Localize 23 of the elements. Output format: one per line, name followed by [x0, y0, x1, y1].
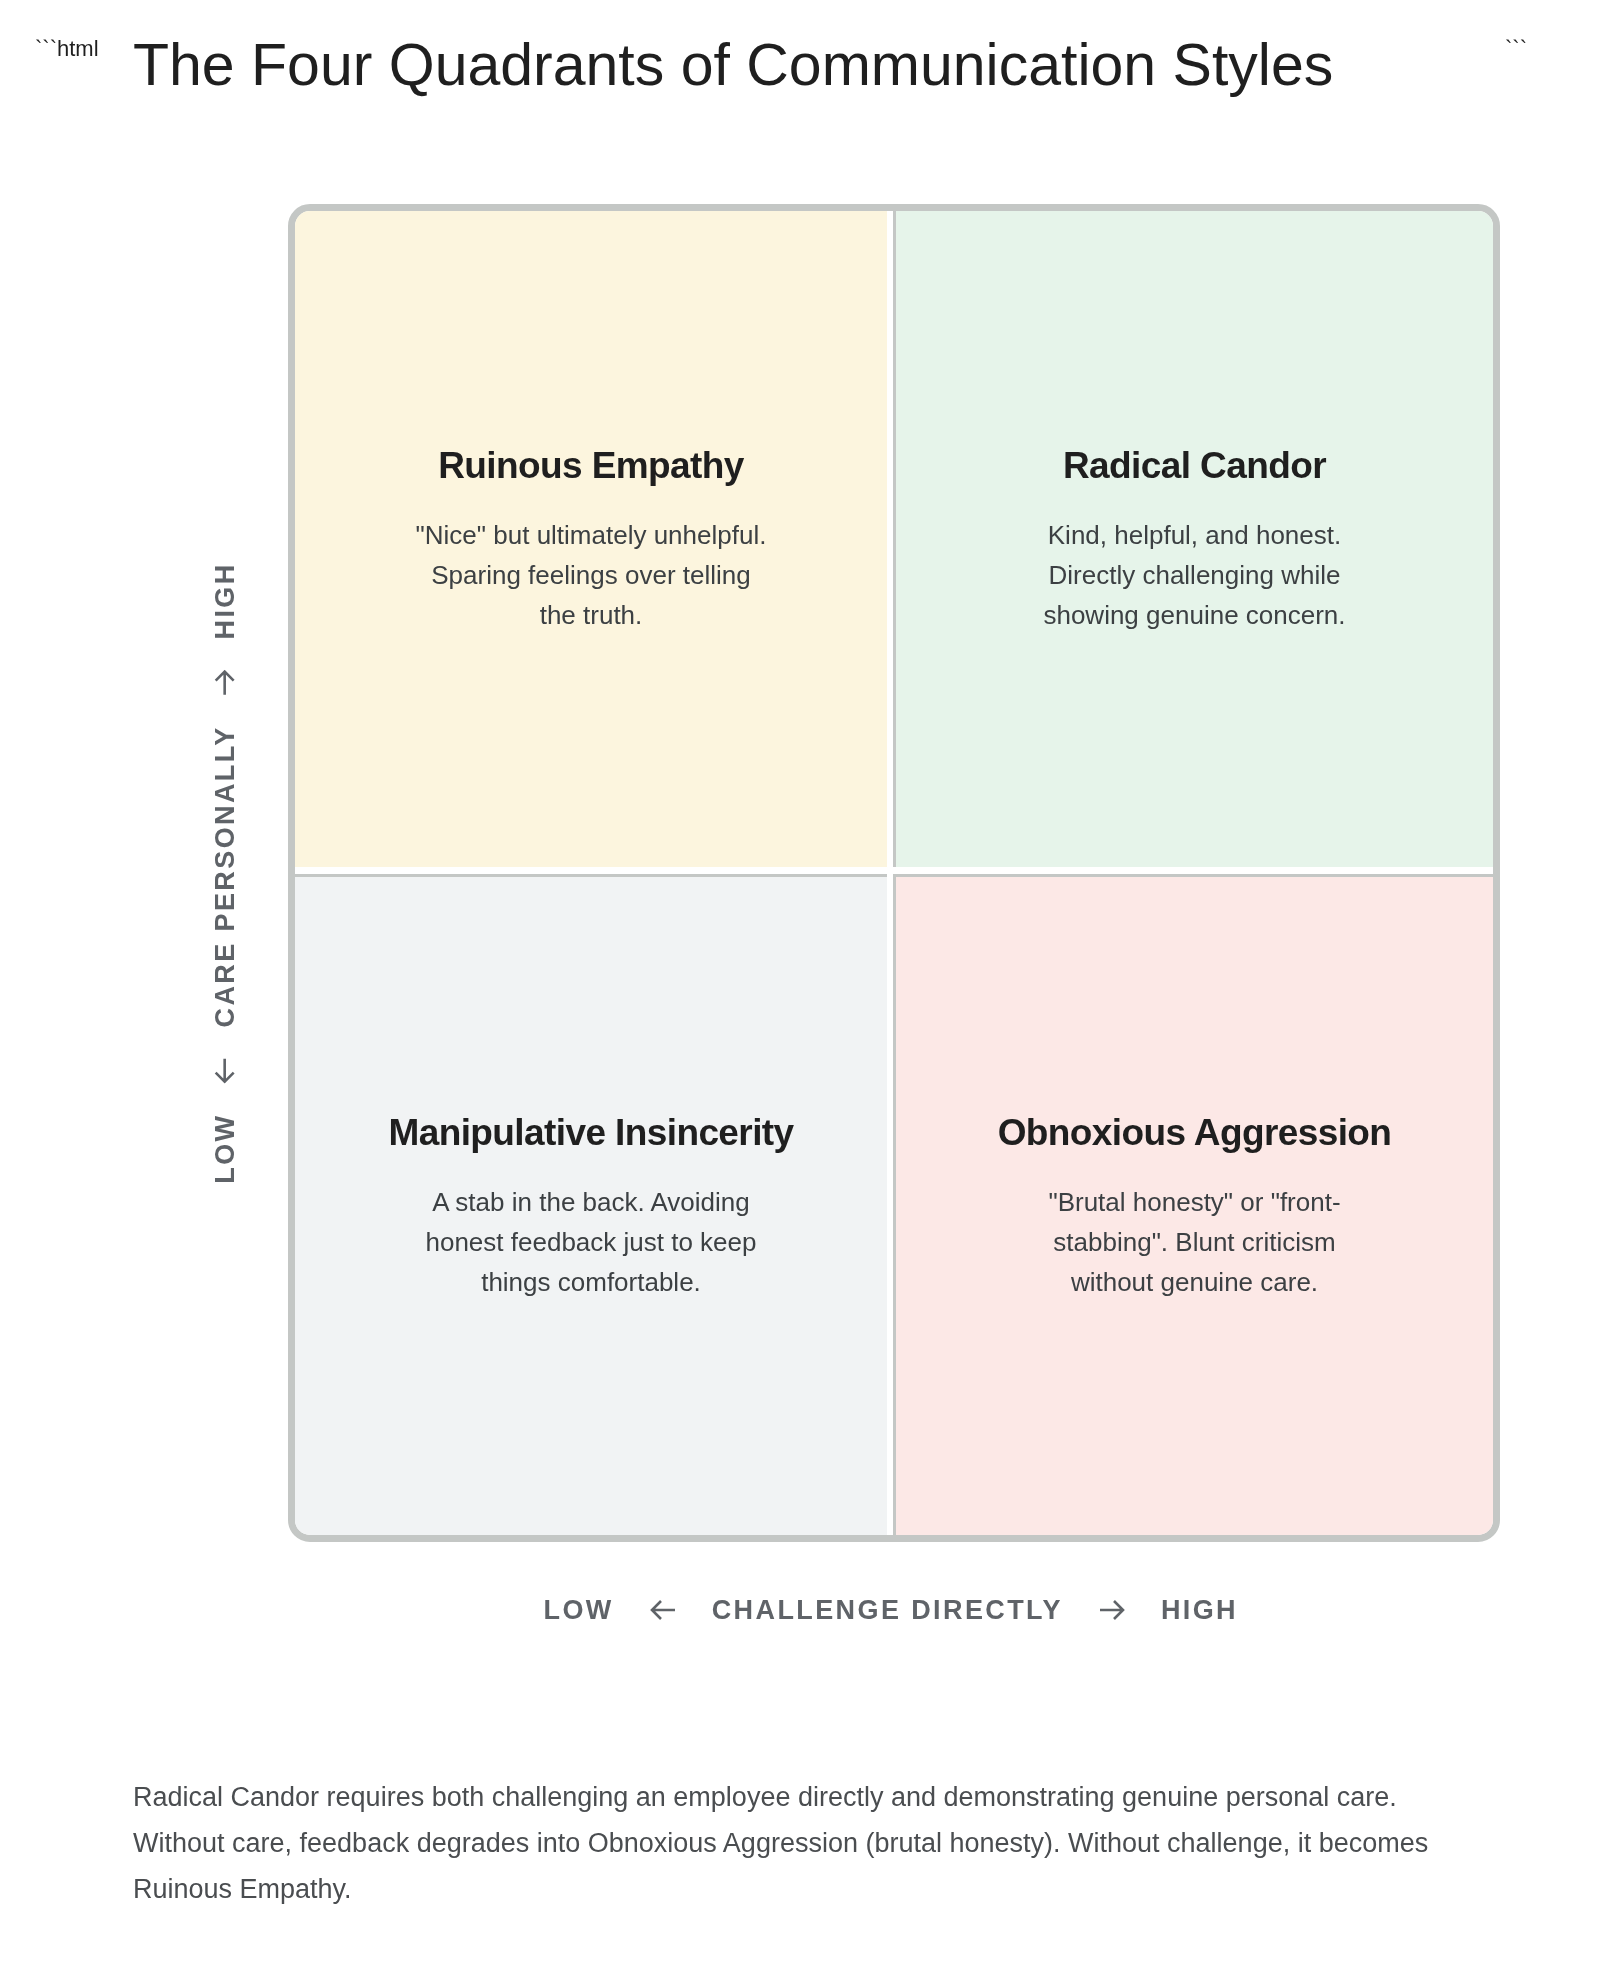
axis-label: LOW [208, 1113, 241, 1184]
quadrant-heading: Manipulative Insincerity [388, 1111, 794, 1155]
axis-label: LOW [543, 1594, 614, 1626]
quadrant-heading: Radical Candor [1063, 444, 1326, 488]
axis-label: HIGH [208, 562, 241, 640]
quadrant-heading: Ruinous Empathy [438, 444, 744, 488]
code-fence-text: ```html [35, 36, 99, 62]
caption-text: Radical Candor requires both challenging an employee directly and demonstrating genuine personal care. Without care, feedback degrades into Obnoxious Aggression (brutal honesty). Without challenge, it becomes Ruinous Empathy. [133, 1781, 1430, 1906]
quadrant-description: "Nice" but ultimately unhelpful. Sparing feelings over telling the truth. [414, 519, 768, 632]
axis-label: HIGH [1160, 1594, 1239, 1626]
grid-frame [288, 204, 1500, 1542]
quadrant-description: A stab in the back. Avoiding honest feedback just to keep things comfortable. [424, 1186, 758, 1299]
quadrant-description: "Brutal honesty" or "front-stabbing". Blunt criticism without genuine care. [1047, 1186, 1342, 1299]
code-fence-text: ``` [1505, 36, 1527, 62]
quadrant-heading: Obnoxious Aggression [997, 1111, 1392, 1155]
quadrant-panel [295, 211, 887, 867]
quadrant-panel [893, 874, 1493, 1535]
quadrant-panel [893, 211, 1493, 867]
axis-label: CHALLENGE DIRECTLY [711, 1594, 1063, 1626]
diagram-title: The Four Quadrants of Communication Styles [133, 31, 1334, 100]
axis-label: CARE PERSONALLY [208, 725, 241, 1028]
quadrant-panel [295, 874, 887, 1535]
quadrant-description: Kind, helpful, and honest. Directly challenging while showing genuine concern. [1042, 519, 1347, 632]
